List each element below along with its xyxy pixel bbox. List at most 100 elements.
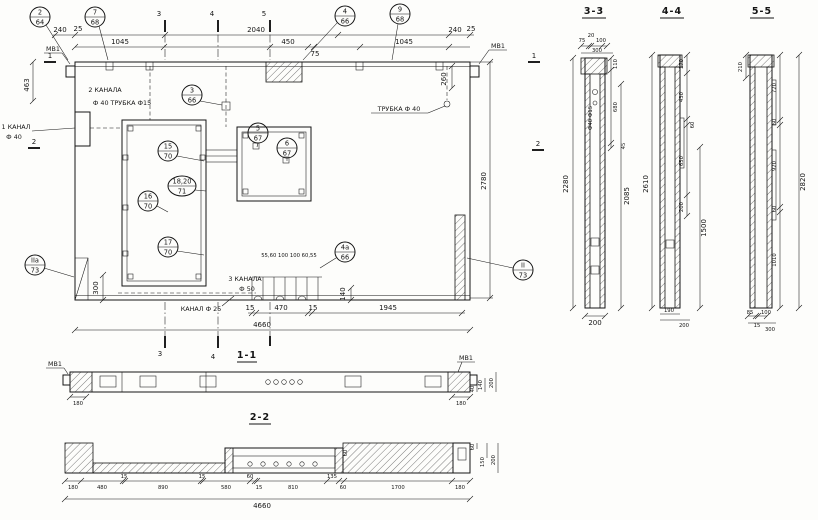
- svg-text:9: 9: [398, 6, 402, 14]
- s55-ledge-upper: [771, 79, 777, 126]
- section-4-4: 4-4 2610 170 430 60 650 200 1500 190 200: [642, 6, 708, 329]
- cut-4-top: 4: [210, 10, 215, 18]
- dim: 15: [199, 474, 206, 480]
- dim: 25: [74, 25, 83, 33]
- dim: 15: [246, 304, 255, 312]
- svg-text:68: 68: [396, 16, 404, 24]
- section-title-5-5: 5-5: [752, 6, 772, 17]
- svg-text:15: 15: [164, 143, 172, 151]
- s22-right-end: [452, 442, 471, 474]
- dim: 150: [480, 456, 486, 467]
- dim: 60: [772, 205, 778, 212]
- dim: 1500: [700, 219, 708, 237]
- dim: 1945: [379, 304, 397, 312]
- dim: 260: [440, 72, 448, 85]
- dim: 100: [761, 310, 772, 316]
- two-channels-label: 2 КАНАЛА: [88, 86, 122, 94]
- callout-3-66: 3 66: [181, 84, 223, 106]
- dim: 920: [772, 160, 778, 171]
- channel25-label: КАНАЛ Ф 25: [181, 305, 222, 313]
- svg-text:70: 70: [144, 203, 152, 211]
- tube-40-end: [443, 100, 451, 108]
- dim: 580: [221, 485, 232, 491]
- door-opening: [121, 119, 207, 287]
- dim: 15: [754, 323, 761, 329]
- section-tubes-label: Ф40 Ф15: [588, 106, 594, 130]
- callout-II-73: II 73: [466, 257, 534, 281]
- left-corner-detail: [74, 257, 89, 301]
- callout-15-70: 15 70: [157, 140, 205, 162]
- dim: 20: [588, 33, 595, 39]
- right-edge-channel: [454, 214, 466, 301]
- callout-7-68: 7 68: [84, 6, 109, 61]
- window-opening: [236, 126, 312, 202]
- dim: 180: [455, 485, 466, 491]
- callout-17-70: 17 70: [157, 236, 205, 258]
- svg-text:16: 16: [144, 193, 152, 201]
- svg-text:6: 6: [285, 140, 289, 148]
- dim-total: 4660: [253, 321, 271, 329]
- dim: 210: [738, 61, 744, 72]
- s22-right-block: [342, 442, 454, 474]
- dim: 480: [97, 485, 108, 491]
- dim: 60: [247, 474, 254, 480]
- dim: 300: [765, 327, 776, 333]
- cut-2-right: 2: [536, 140, 540, 148]
- dim: 810: [288, 485, 299, 491]
- svg-text:66: 66: [341, 18, 349, 26]
- dim: 45: [621, 143, 627, 150]
- dim: 300: [592, 48, 603, 54]
- s22-tub: [224, 447, 344, 474]
- top-slots: [105, 61, 444, 71]
- dim: 15: [256, 485, 263, 491]
- svg-text:71: 71: [178, 188, 186, 196]
- svg-text:18,20: 18,20: [173, 178, 192, 186]
- callout-18-20-71: 18,20 71: [167, 175, 207, 197]
- spacing-row: 55,60 100 100 60,55: [261, 253, 317, 259]
- svg-text:70: 70: [164, 249, 172, 257]
- callout-6-67: 6 67: [276, 137, 298, 161]
- section-1-1: 1-1 МВ1 МВ1 180 180 40 140 200: [46, 350, 497, 407]
- cut-2-left: 2: [32, 138, 36, 146]
- main-dimensions: 240 25 2040 240 25 1045 450 75 1045 15 4…: [23, 25, 494, 334]
- section-3-3: 3-3 Ф40 Ф15 75 20 100 300 2280 110 680 4…: [562, 6, 631, 327]
- dim: 2085: [623, 187, 631, 205]
- svg-text:64: 64: [36, 19, 44, 27]
- main-labels: МВ1 МВ1 2 КАНАЛА Ф 40 ТРУБКА Ф15 1 КАНАЛ…: [2, 42, 507, 313]
- dim: 200: [489, 377, 495, 388]
- mv1-label: МВ1: [459, 354, 473, 362]
- dim: 240: [53, 26, 66, 34]
- dim: 1700: [391, 485, 405, 491]
- svg-text:67: 67: [283, 150, 291, 158]
- s44-ledge: [679, 117, 685, 169]
- dim: 60: [772, 118, 778, 125]
- section-title-3-3: 3-3: [584, 6, 604, 17]
- dim: 2780: [480, 172, 488, 190]
- tube15-label: Ф 40 ТРУБКА Ф15: [93, 99, 151, 107]
- svg-text:4а: 4а: [341, 244, 349, 252]
- svg-text:73: 73: [31, 267, 39, 275]
- dim: 85: [747, 310, 754, 316]
- svg-text:68: 68: [91, 19, 99, 27]
- anchor-left: [65, 65, 76, 78]
- dim: 2610: [642, 175, 650, 193]
- dim: 2040: [247, 26, 265, 34]
- one-channel-label: 1 КАНАЛ: [2, 123, 31, 131]
- cut-4-bottom: 4: [211, 353, 216, 361]
- dim: 190: [664, 308, 675, 314]
- left-pocket: [74, 111, 91, 147]
- cut-1-left: 1: [48, 52, 52, 60]
- dim: 430: [679, 91, 685, 102]
- dim: 135: [327, 474, 337, 480]
- svg-text:4: 4: [343, 8, 347, 16]
- one-channel-dia: Ф 40: [6, 133, 22, 141]
- mv1-label: МВ1: [46, 45, 60, 53]
- dim: 200: [679, 201, 685, 212]
- section-5-5: 5-5 210 720 60 920 60 1010 2820 85 15 10…: [738, 6, 807, 333]
- tube-40-section: [592, 89, 598, 95]
- dim: 200: [588, 319, 601, 327]
- callout-2-64: 2 64: [29, 6, 69, 61]
- dim: 680: [613, 101, 619, 112]
- section-title-2-2: 2-2: [250, 412, 270, 423]
